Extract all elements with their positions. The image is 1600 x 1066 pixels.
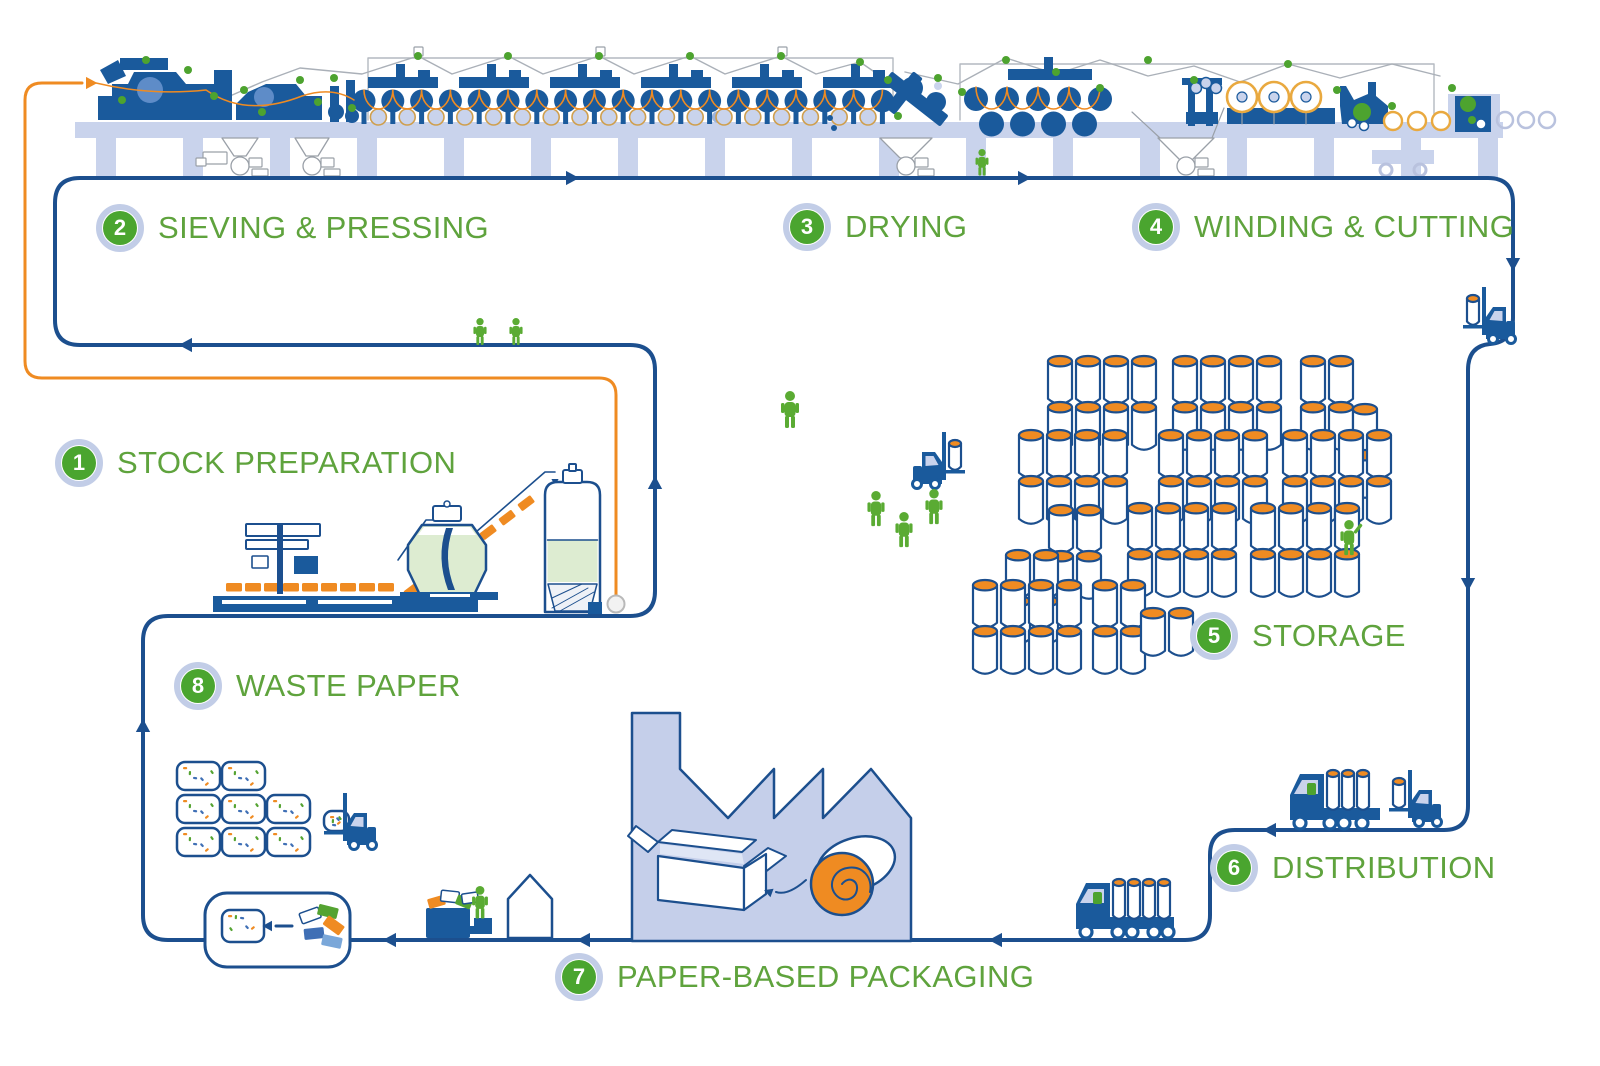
step-drying: 3 DRYING <box>783 203 967 251</box>
step-6-badge: 6 <box>1210 844 1258 892</box>
household-recycling <box>426 873 554 940</box>
recycling-node <box>203 891 352 969</box>
step-7-badge: 7 <box>555 953 603 1001</box>
stock-preparation-pulper-icon <box>213 463 602 614</box>
step-paper-based-packaging: 7 PAPER-BASED PACKAGING <box>555 953 1034 1001</box>
step-4-badge: 4 <box>1132 203 1180 251</box>
step-7-label: PAPER-BASED PACKAGING <box>617 959 1035 994</box>
step-1-number: 1 <box>62 446 96 480</box>
step-6-label: DISTRIBUTION <box>1272 850 1496 885</box>
step-8-number: 8 <box>181 669 215 703</box>
step-2-number: 2 <box>103 211 137 245</box>
step-waste-paper: 8 WASTE PAPER <box>174 662 461 710</box>
step-3-badge: 3 <box>783 203 831 251</box>
step-winding-cutting: 4 WINDING & CUTTING <box>1132 203 1514 251</box>
step-storage: 5 STORAGE <box>1190 612 1406 660</box>
step-2-badge: 2 <box>96 204 144 252</box>
step-8-label: WASTE PAPER <box>236 668 461 703</box>
vehicles <box>322 287 1517 940</box>
paper-machine-icon <box>75 46 1557 178</box>
step-6-number: 6 <box>1217 851 1251 885</box>
workers <box>473 149 1363 556</box>
step-1-badge: 1 <box>55 439 103 487</box>
factory-icon <box>627 711 913 943</box>
step-1-label: STOCK PREPARATION <box>117 445 457 480</box>
waste-paper-bale-icon <box>175 760 312 858</box>
step-2-label: SIEVING & PRESSING <box>158 210 490 245</box>
step-7-number: 7 <box>562 960 596 994</box>
step-3-label: DRYING <box>845 209 968 244</box>
step-5-number: 5 <box>1197 619 1231 653</box>
step-4-label: WINDING & CUTTING <box>1194 209 1515 244</box>
storage-rolls-icon <box>971 354 1393 675</box>
step-4-number: 4 <box>1139 210 1173 244</box>
step-5-badge: 5 <box>1190 612 1238 660</box>
step-5-label: STORAGE <box>1252 618 1406 653</box>
step-sieving-pressing: 2 SIEVING & PRESSING <box>96 204 489 252</box>
step-3-number: 3 <box>790 210 824 244</box>
step-distribution: 6 DISTRIBUTION <box>1210 844 1496 892</box>
step-8-badge: 8 <box>174 662 222 710</box>
process-flow-lines <box>23 76 1521 948</box>
step-stock-preparation: 1 STOCK PREPARATION <box>55 439 456 487</box>
